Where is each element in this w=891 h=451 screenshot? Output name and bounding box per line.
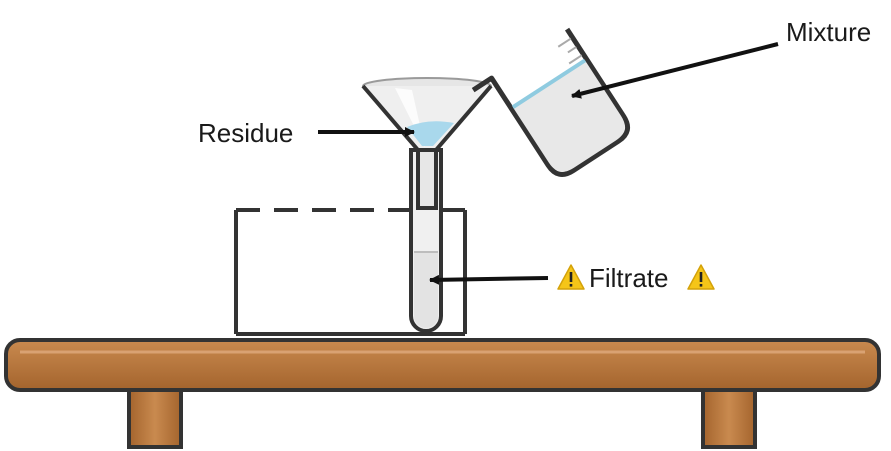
mixture-label: Mixture bbox=[786, 17, 871, 47]
residue-label: Residue bbox=[198, 118, 293, 148]
filtrate-arrow bbox=[429, 274, 549, 285]
pouring-beaker bbox=[471, 27, 631, 177]
residue-deposit bbox=[407, 121, 454, 146]
table-leg-right bbox=[701, 383, 757, 449]
filtrate-label: Filtrate bbox=[589, 263, 668, 293]
table-leg-left bbox=[127, 383, 183, 449]
funnel bbox=[361, 77, 493, 210]
warning-icon bbox=[687, 264, 715, 290]
collection-beaker bbox=[234, 208, 467, 336]
mixture-arrow bbox=[571, 42, 779, 99]
table-top bbox=[4, 338, 881, 392]
warning-icon bbox=[557, 264, 585, 290]
